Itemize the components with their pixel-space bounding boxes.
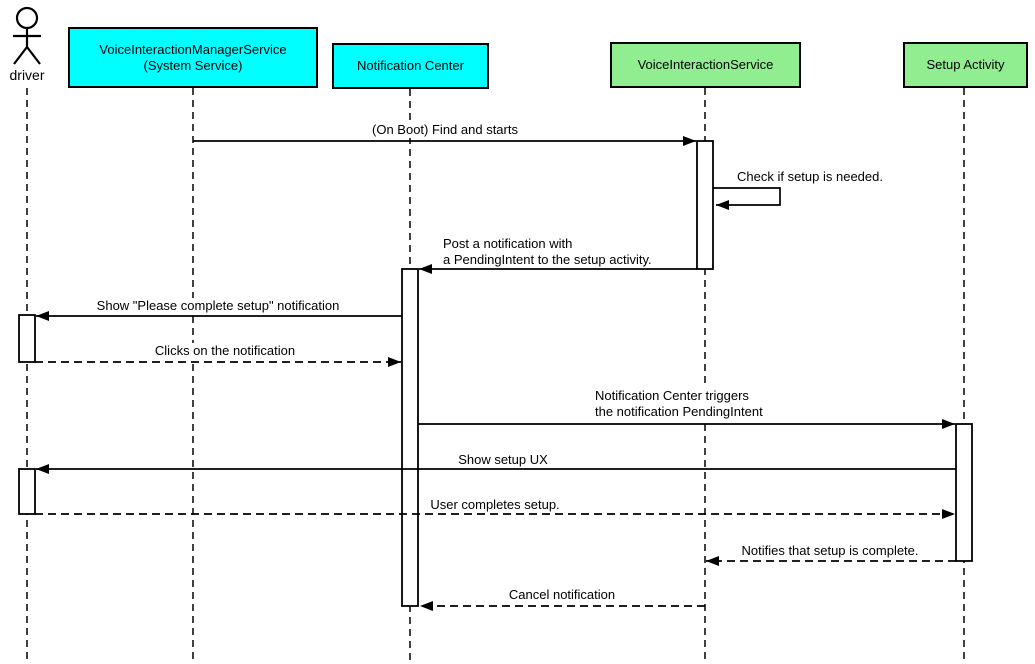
actor-leg-left: [13, 46, 28, 65]
actor-figure-driver: [13, 6, 41, 65]
message-label-notifies-setup-complete: Notifies that setup is complete.: [739, 543, 921, 559]
message-label-on-boot-find-and-starts: (On Boot) Find and starts: [370, 122, 520, 138]
message-label-clicks-on-notification: Clicks on the notification: [152, 343, 298, 359]
message-label-show-complete-setup-notification: Show "Please complete setup" notificatio…: [94, 298, 342, 314]
message-label-triggers-pending-intent: Notification Center triggers the notific…: [593, 388, 765, 420]
message-label-check-if-setup-needed: Check if setup is needed.: [735, 169, 885, 185]
message-label-user-completes-setup: User completes setup.: [428, 497, 562, 513]
message-label-cancel-notification: Cancel notification: [506, 587, 618, 603]
activation-bar-driver-1: [18, 314, 36, 363]
participant-box-notification-center: Notification Center: [332, 43, 489, 89]
arrow-check-if-setup-needed-self: [713, 187, 781, 210]
actor-label-driver: driver: [9, 67, 45, 83]
activation-bar-notification-center: [401, 268, 419, 607]
activation-bar-voice-interaction-service: [696, 140, 714, 270]
activation-bar-setup-activity: [955, 423, 973, 562]
actor-leg-right: [26, 46, 41, 65]
participant-box-vims: VoiceInteractionManagerService (System S…: [68, 27, 318, 88]
participant-box-voice-interaction-service: VoiceInteractionService: [610, 42, 801, 88]
participant-box-setup-activity: Setup Activity: [903, 42, 1028, 88]
message-label-show-setup-ux: Show setup UX: [456, 452, 550, 468]
actor-head: [15, 6, 39, 30]
message-label-post-notification: Post a notification with a PendingIntent…: [441, 236, 654, 268]
activation-bar-driver-2: [18, 468, 36, 515]
